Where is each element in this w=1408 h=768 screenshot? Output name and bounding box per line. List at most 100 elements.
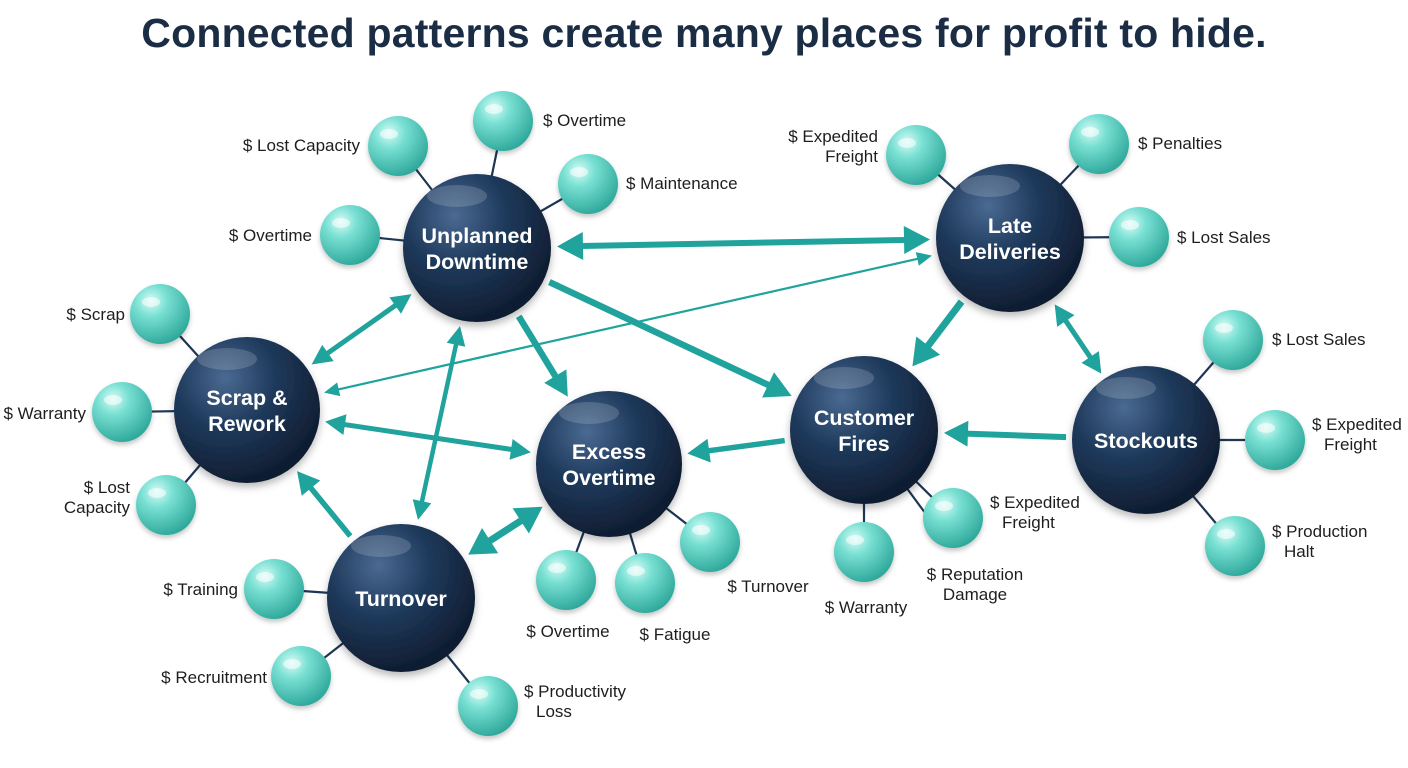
leaf-label: $ Maintenance [626, 174, 738, 193]
leaf-sphere [320, 205, 380, 265]
leaf-label-line: $ Lost [84, 478, 131, 497]
leaf-sphere [130, 284, 190, 344]
leaf-label-line: $ Fatigue [640, 625, 711, 644]
leaf-label: $ Warranty [825, 598, 908, 617]
leaf-label-line: $ Scrap [66, 305, 125, 324]
node-highlight [559, 402, 619, 424]
arrow-turnover-to-overtime [468, 506, 543, 555]
leaf-label-line: $ Turnover [727, 577, 809, 596]
leaf-label-line: Halt [1284, 542, 1315, 561]
cost-leaves: $ Lost Capacity $ Overtime $ Maintenance $ … [3, 91, 1402, 736]
page-title: Connected patterns create many places fo… [141, 10, 1267, 56]
arrow-downtime-to-fires [548, 279, 792, 398]
leaf-highlight [470, 689, 488, 699]
leaf-sphere [1203, 310, 1263, 370]
leaf-label-line: $ Productivity [524, 682, 627, 701]
arrow-scrap-to-overtime [325, 414, 531, 460]
arrow-shaft [336, 257, 920, 391]
node-turnover: Turnover [327, 524, 475, 672]
node-highlight [1096, 377, 1156, 399]
node-highlight [814, 367, 874, 389]
leaf-highlight [898, 138, 916, 148]
arrow-shaft [307, 484, 353, 538]
arrow-head [544, 369, 568, 397]
arrow-head [512, 506, 543, 534]
leaf-label: $ Scrap [66, 305, 125, 324]
leaf-turnover-1: $ Recruitment [161, 646, 331, 706]
leaf-label-line: Freight [1324, 435, 1377, 454]
leaf-highlight [380, 129, 398, 139]
leaf-sphere [1205, 516, 1265, 576]
arrow-head [311, 344, 334, 365]
arrow-head [412, 499, 432, 520]
leaf-label: $ Lost Sales [1272, 330, 1366, 349]
node-label: Scrap &Rework [206, 386, 287, 436]
arrow-shaft [515, 314, 560, 380]
leaf-overtime-0: $ Overtime [526, 550, 610, 641]
arrow-shaft [324, 302, 399, 357]
arrow-head [389, 294, 412, 314]
node-highlight [197, 348, 257, 370]
leaf-scrap-0: $ Scrap [66, 284, 190, 344]
leaf-label: $ Overtime [526, 622, 609, 641]
arrow-head [509, 439, 531, 460]
leaf-sphere [1109, 207, 1169, 267]
arrow-late-to-fires [912, 299, 965, 367]
leaf-label-line: $ Maintenance [626, 174, 738, 193]
leaf-label: $ Fatigue [640, 625, 711, 644]
node-label-line: Downtime [426, 250, 529, 274]
leaf-label-line: Loss [536, 702, 572, 721]
arrow-stockouts-to-fires [943, 420, 1067, 447]
leaf-turnover-0: $ Training [163, 559, 304, 619]
relationship-arrows [297, 225, 1102, 555]
arrow-head [687, 438, 711, 463]
leaf-highlight [1121, 220, 1139, 230]
arrow-head [556, 232, 584, 261]
arrow-head [1081, 351, 1102, 374]
arrow-turnover-to-scrap [297, 471, 353, 538]
leaf-fires-1: $ Warranty [825, 522, 908, 617]
node-scrap: Scrap &Rework [174, 337, 320, 483]
leaf-scrap-1: $ Warranty [3, 382, 152, 442]
leaf-sphere [271, 646, 331, 706]
node-label-line: Deliveries [959, 240, 1061, 264]
leaf-sphere [1245, 410, 1305, 470]
leaf-downtime-1: $ Overtime [473, 91, 626, 151]
leaf-label-line: Damage [943, 585, 1007, 604]
leaf-sphere [536, 550, 596, 610]
arrow-head [943, 420, 969, 447]
leaf-sphere [473, 91, 533, 151]
arrow-head [915, 252, 932, 266]
node-sphere [936, 164, 1084, 312]
leaf-sphere [886, 125, 946, 185]
arrow-head [325, 414, 347, 435]
leaf-label-line: $ Overtime [543, 111, 626, 130]
node-sphere [1072, 366, 1220, 514]
node-highlight [351, 535, 411, 557]
leaf-label-line: $ Lost Capacity [243, 136, 361, 155]
leaf-highlight [570, 167, 588, 177]
leaf-label: $ Turnover [727, 577, 809, 596]
leaf-highlight [256, 572, 274, 582]
arrow-fires-to-overtime [687, 437, 786, 463]
node-label-line: Stockouts [1094, 429, 1198, 453]
leaf-label-line: $ Expedited [1312, 415, 1402, 434]
arrow-shaft [419, 342, 459, 504]
node-highlight [960, 175, 1020, 197]
arrow-head [468, 527, 499, 555]
leaf-downtime-0: $ Lost Capacity [243, 116, 428, 176]
leaf-label: $ Overtime [229, 226, 312, 245]
leaf-highlight [627, 566, 645, 576]
arrow-shaft [548, 279, 772, 389]
leaf-sphere [458, 676, 518, 736]
